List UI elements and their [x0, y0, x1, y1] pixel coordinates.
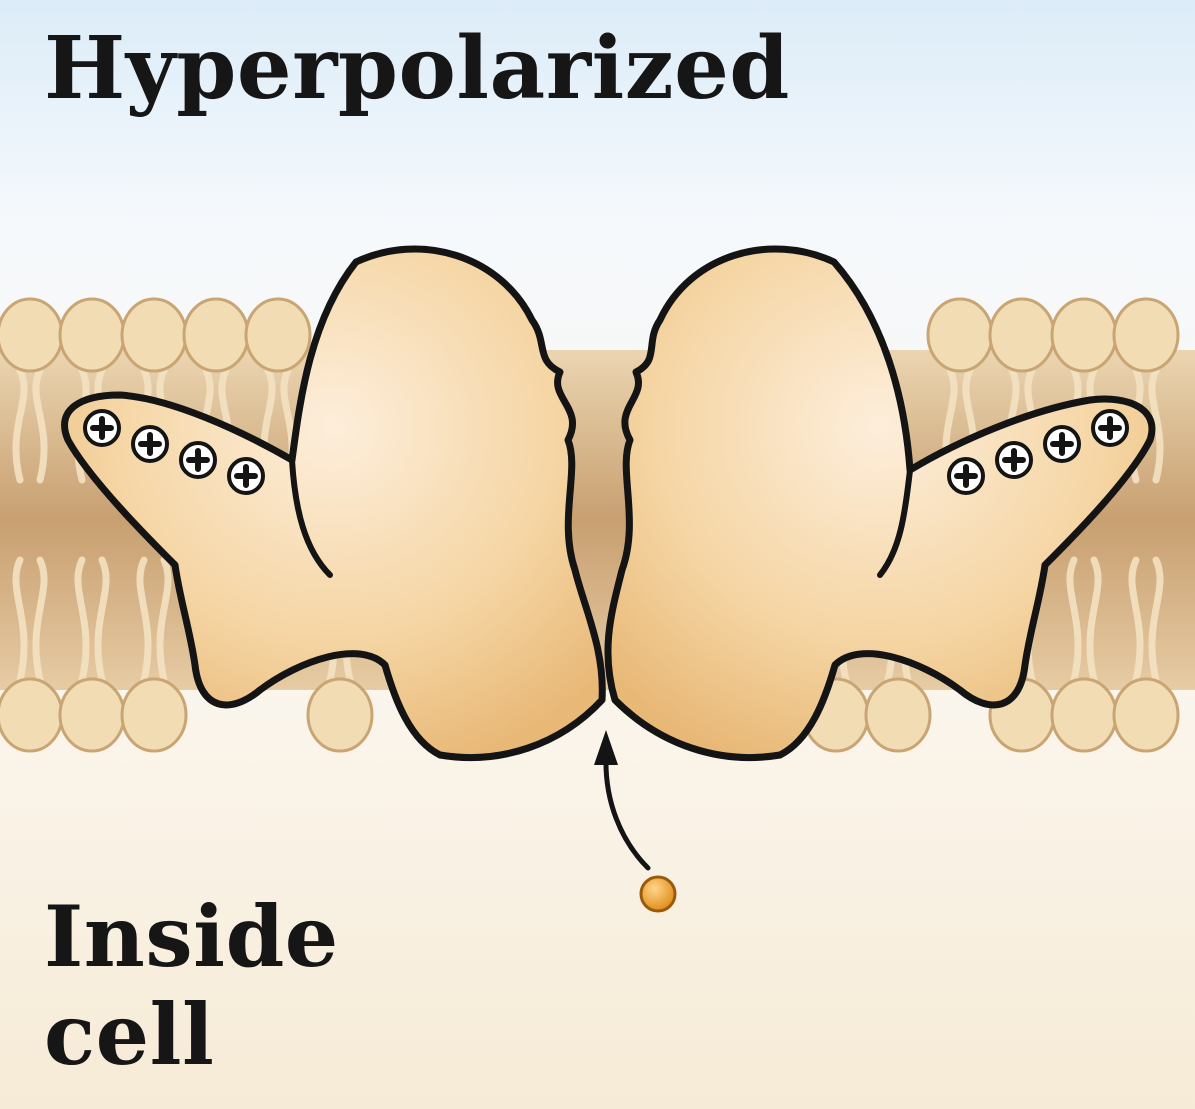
- inside-cell-label: Inside cell: [44, 888, 339, 1084]
- inside-cell-label-line1: Inside: [44, 888, 339, 986]
- diagram-title: Hyperpolarized: [44, 14, 790, 124]
- plus-charge-icon: [229, 459, 263, 493]
- lipid-head: [60, 299, 124, 371]
- plus-charge-icon: [181, 443, 215, 477]
- plus-charge-icon: [1045, 427, 1079, 461]
- plus-charge-icon: [133, 427, 167, 461]
- lipid-head: [1052, 299, 1116, 371]
- lipid-head: [928, 299, 992, 371]
- lipid-head: [122, 679, 186, 751]
- lipid-head: [184, 299, 248, 371]
- lipid-head: [1114, 299, 1178, 371]
- inside-cell-label-line2: cell: [44, 986, 339, 1084]
- lipid-head: [1114, 679, 1178, 751]
- plus-charge-icon: [949, 459, 983, 493]
- lipid-head: [0, 299, 62, 371]
- lipid-head: [0, 679, 62, 751]
- plus-charge-icon: [1093, 411, 1127, 445]
- lipid-head: [1052, 679, 1116, 751]
- plus-charge-icon: [85, 411, 119, 445]
- lipid-head: [122, 299, 186, 371]
- lipid-head: [60, 679, 124, 751]
- lipid-head: [308, 679, 372, 751]
- lipid-head: [990, 299, 1054, 371]
- ion-dot-icon: [641, 877, 675, 911]
- lipid-head: [246, 299, 310, 371]
- plus-charge-icon: [997, 443, 1031, 477]
- lipid-head: [866, 679, 930, 751]
